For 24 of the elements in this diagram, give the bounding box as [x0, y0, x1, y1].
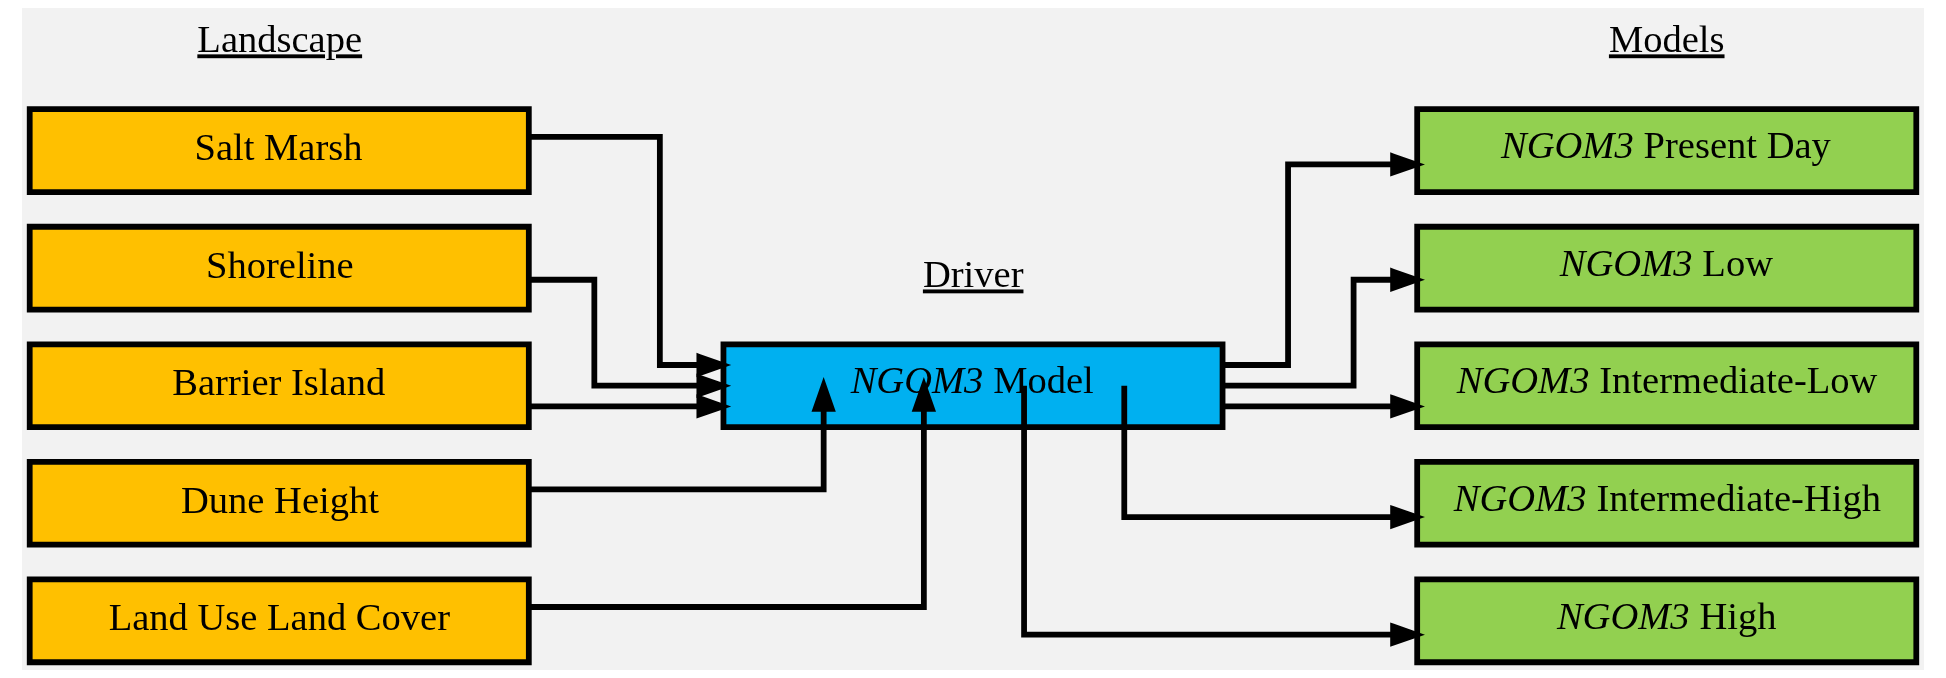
node-box: NGOM3 Low	[1414, 223, 1920, 313]
node-box: Dune Height	[26, 458, 532, 548]
node-box: Shoreline	[26, 223, 532, 313]
node-box: NGOM3 Intermediate-Low	[1414, 341, 1920, 431]
label: Driver	[922, 253, 1024, 296]
arrow	[529, 376, 937, 610]
node-box: Barrier Island	[26, 341, 532, 431]
arrow	[1223, 267, 1425, 389]
arrow	[529, 394, 732, 419]
node-box: Land Use Land Cover	[26, 576, 532, 666]
arrow	[1223, 152, 1425, 368]
arrow	[1121, 385, 1425, 530]
node-box: NGOM3 Intermediate-High	[1414, 458, 1920, 548]
label: Models	[1608, 18, 1725, 61]
node-box: NGOM3 High	[1414, 576, 1920, 666]
arrow	[529, 276, 732, 398]
arrow	[1021, 385, 1425, 647]
arrow	[529, 133, 732, 378]
arrow	[529, 377, 836, 493]
node-box: Salt Marsh	[26, 106, 532, 195]
node-box: NGOM3 Model	[720, 341, 1226, 431]
node-box: NGOM3 Present Day	[1414, 106, 1920, 195]
arrow	[1223, 394, 1425, 419]
label: Landscape	[197, 18, 363, 61]
